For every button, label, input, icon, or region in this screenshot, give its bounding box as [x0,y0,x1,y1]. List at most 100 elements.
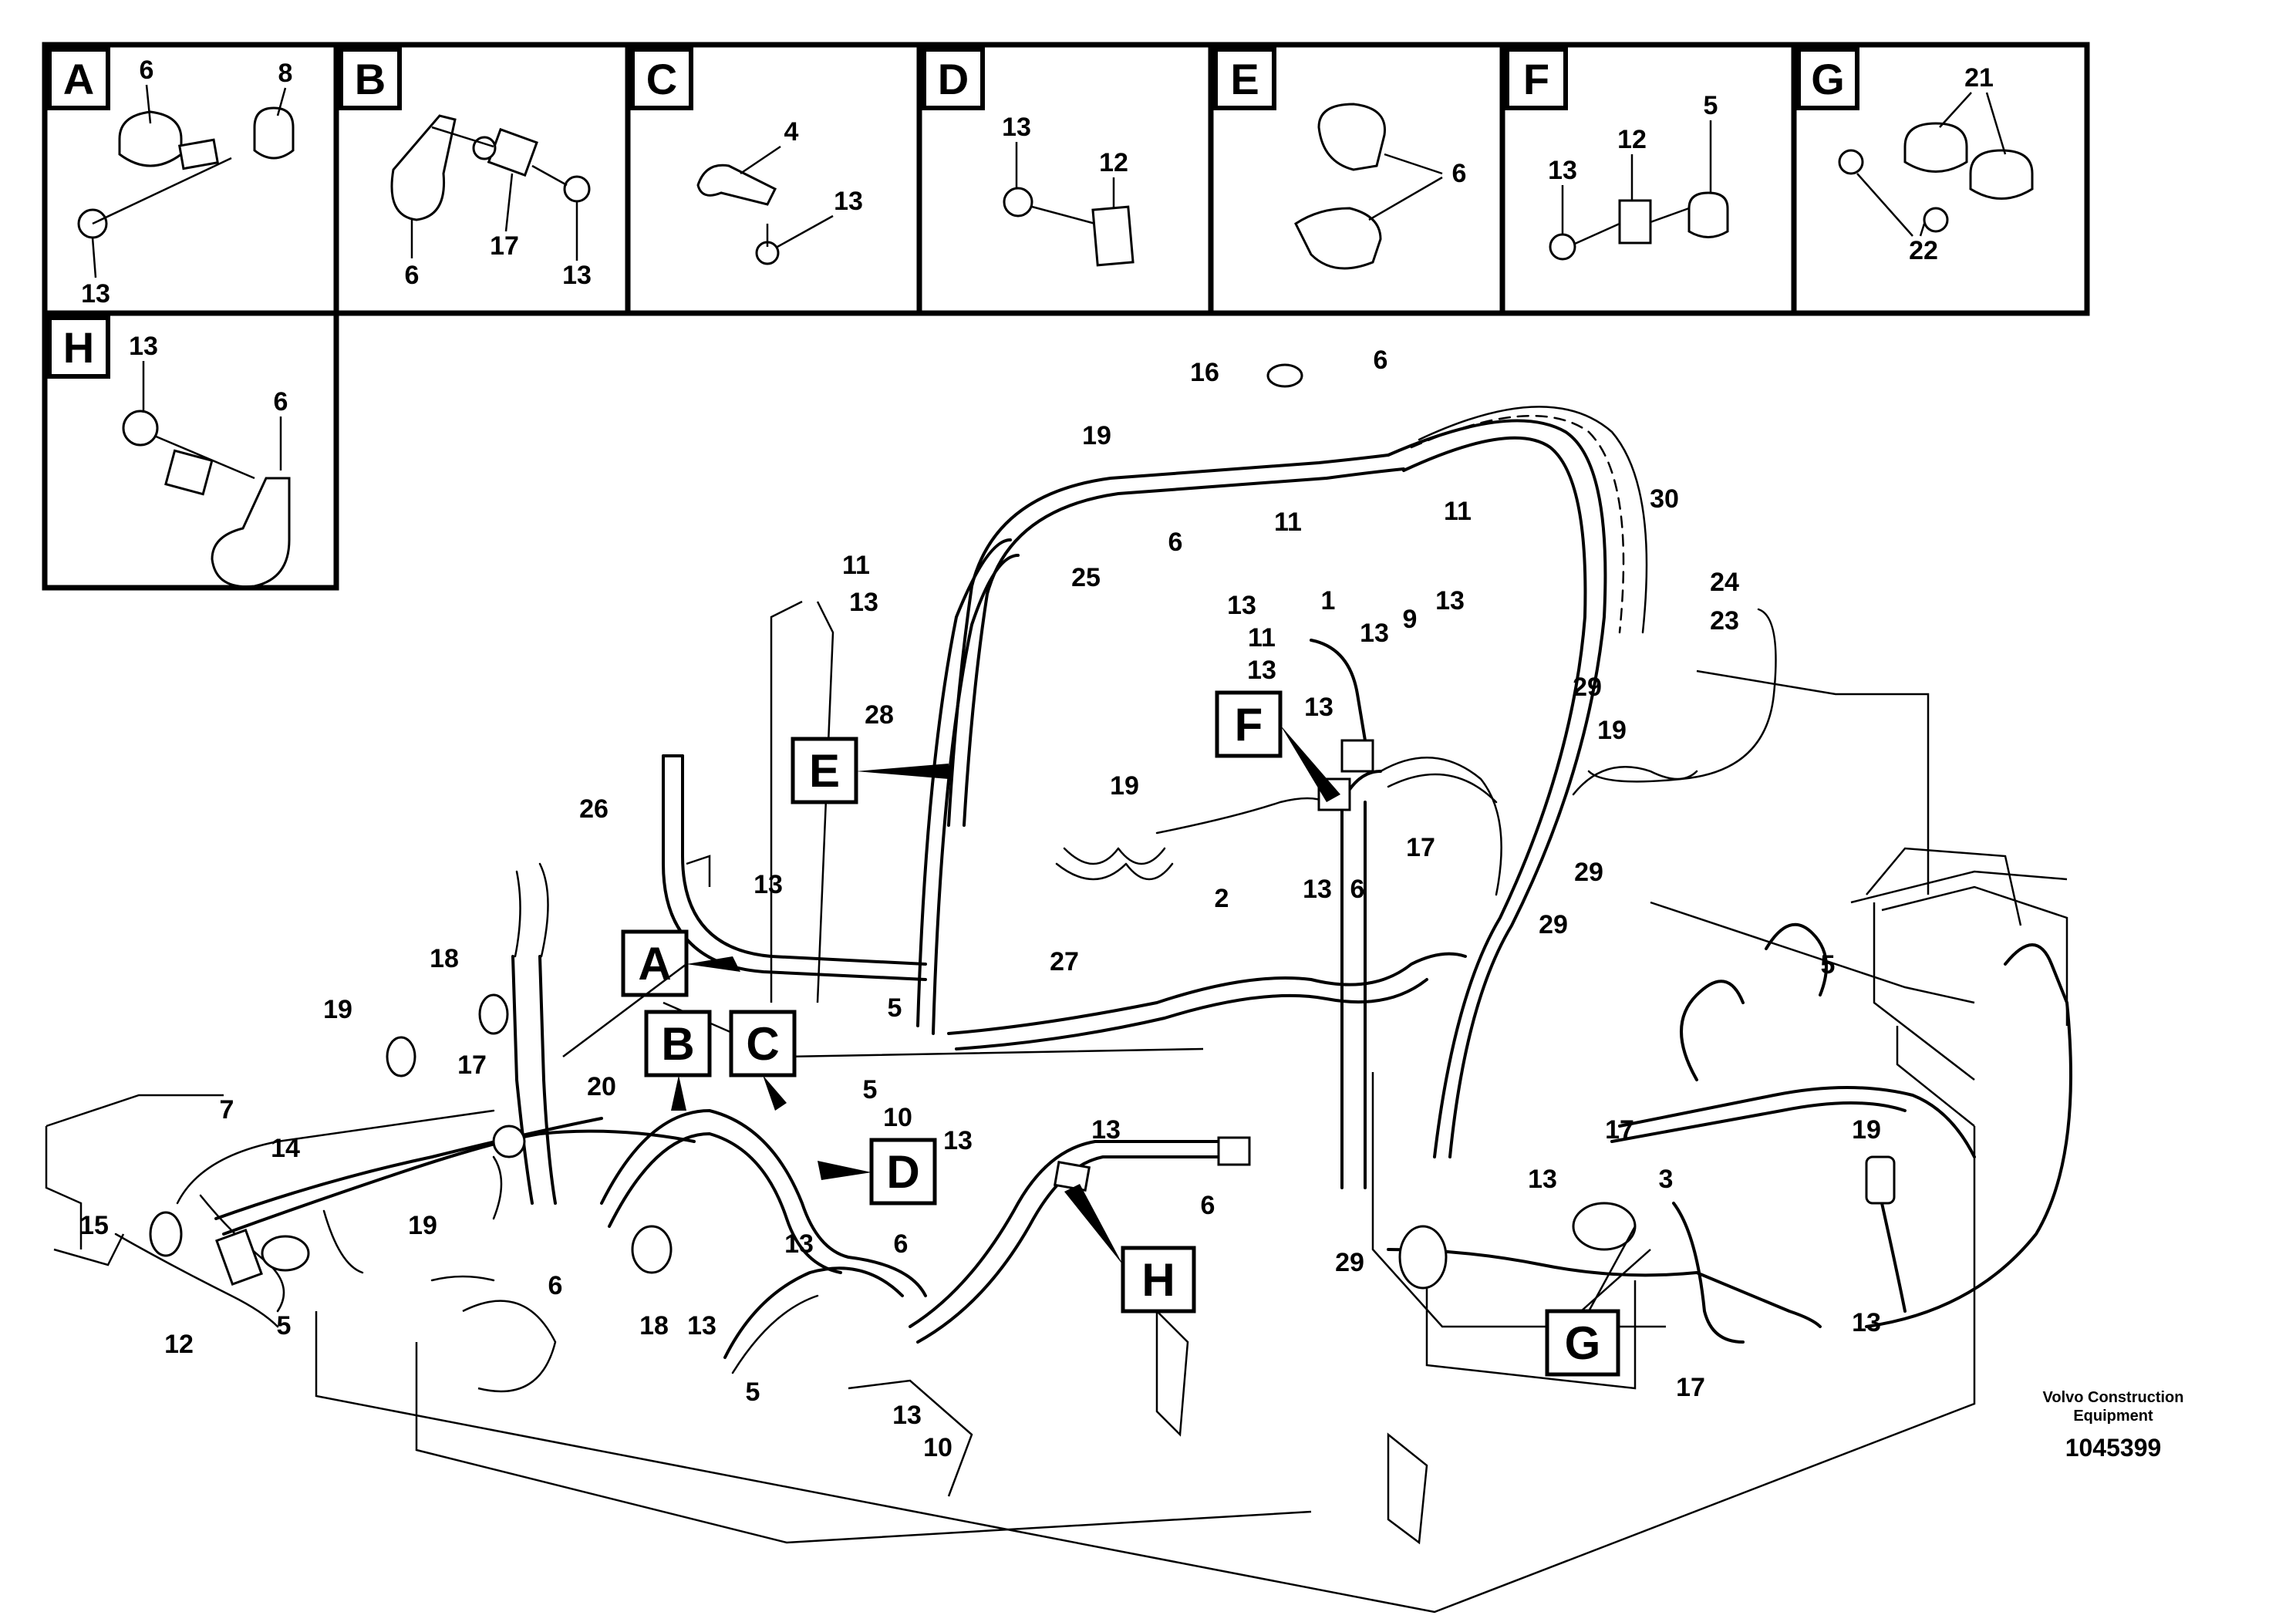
svg-text:12: 12 [164,1330,194,1359]
svg-text:16: 16 [1190,358,1219,387]
svg-text:13: 13 [1247,656,1276,685]
svg-text:13: 13 [943,1126,973,1155]
svg-text:26: 26 [579,794,609,824]
label: 21 [1964,63,1994,93]
svg-text:29: 29 [1539,910,1568,939]
panel-B: B 6 17 13 [339,47,592,290]
wiring-harness [114,406,2072,1374]
label: 5 [1704,91,1718,120]
svg-text:11: 11 [1444,497,1472,526]
panel-G: G 21 22 [1796,47,2034,265]
svg-text:5: 5 [888,993,902,1023]
detail-panels [42,42,2090,591]
svg-text:5: 5 [746,1378,760,1407]
label: 6 [274,387,288,416]
svg-text:29: 29 [1335,1248,1364,1277]
svg-text:13: 13 [1528,1165,1557,1194]
machine-frame [45,600,2068,1614]
callout-g: G [1565,1317,1601,1369]
svg-text:13: 13 [784,1229,814,1259]
svg-text:18: 18 [639,1311,669,1340]
label: 13 [562,261,592,290]
svg-text:17: 17 [1676,1373,1705,1402]
svg-text:5: 5 [1821,950,1836,980]
part-number-labels: 16 6 19 30 11 11 13 11 13 13 6 25 11 13 … [79,346,1881,1462]
svg-text:6: 6 [1374,346,1388,375]
part-number: 1045399 [2065,1434,2162,1462]
label: 17 [490,231,519,261]
label: 13 [1002,113,1031,142]
svg-text:19: 19 [1852,1115,1881,1145]
clamp-part [118,110,183,167]
svg-text:6: 6 [1201,1191,1215,1220]
svg-text:13: 13 [1303,875,1332,904]
svg-text:3: 3 [1659,1165,1674,1194]
svg-text:13: 13 [1360,619,1389,648]
svg-text:13: 13 [1091,1115,1121,1145]
label: 13 [129,332,158,361]
panel-e-letter: E [1230,55,1259,103]
svg-text:6: 6 [1168,528,1183,557]
panel-a-letter: A [63,55,94,103]
panel-d-letter: D [938,55,969,103]
svg-text:25: 25 [1071,563,1101,592]
svg-text:14: 14 [271,1134,300,1163]
brand-line-1: Volvo Construction [2043,1389,2184,1406]
svg-text:23: 23 [1710,606,1739,636]
brand-line-2: Equipment [2073,1408,2153,1425]
svg-text:11: 11 [1248,623,1276,653]
svg-text:13: 13 [892,1401,922,1430]
svg-text:13: 13 [687,1311,716,1340]
svg-text:24: 24 [1710,568,1739,597]
svg-text:6: 6 [548,1271,563,1300]
svg-text:29: 29 [1574,858,1603,887]
svg-text:11: 11 [1274,508,1302,537]
callout-d: D [886,1146,919,1198]
svg-text:19: 19 [323,995,352,1024]
svg-text:13: 13 [849,588,878,617]
svg-text:30: 30 [1650,484,1679,514]
label: 13 [1548,156,1577,185]
callout-b: B [661,1018,694,1070]
svg-text:28: 28 [865,700,894,730]
panel-D: D 13 12 [922,47,1135,267]
svg-text:5: 5 [863,1075,878,1104]
callout-a: A [638,938,671,990]
callout-h: H [1141,1254,1175,1306]
svg-text:6: 6 [894,1229,909,1259]
label: 12 [1617,125,1647,154]
svg-text:1: 1 [1321,586,1336,615]
label: 13 [81,279,110,309]
svg-text:10: 10 [923,1433,952,1462]
panel-E: E 6 [1213,47,1466,270]
svg-text:13: 13 [1852,1308,1881,1337]
panel-h-letter: H [63,323,94,372]
svg-text:17: 17 [1406,833,1435,862]
svg-text:2: 2 [1215,884,1229,913]
svg-text:19: 19 [408,1211,437,1240]
components [149,363,1896,1290]
svg-text:13: 13 [1227,591,1256,620]
label: 13 [834,187,863,216]
footer: Volvo Construction Equipment 1045399 [2043,1389,2184,1462]
panel-H: H 13 6 [47,315,291,588]
label: 6 [405,261,420,290]
panel-F: F 5 12 13 [1505,47,1729,261]
svg-text:27: 27 [1050,947,1079,976]
svg-text:11: 11 [842,551,870,580]
label: 4 [784,117,799,147]
svg-text:13: 13 [1435,586,1465,615]
svg-text:20: 20 [587,1072,616,1101]
panel-f-letter: F [1523,55,1549,103]
svg-text:19: 19 [1082,421,1111,450]
svg-text:13: 13 [1304,693,1333,722]
callout-boxes: A B C D E F G H [562,690,1651,1377]
svg-text:15: 15 [79,1211,109,1240]
panel-b-letter: B [355,55,386,103]
label: 22 [1909,236,1938,265]
svg-text:17: 17 [1605,1115,1634,1145]
svg-text:17: 17 [457,1050,487,1080]
svg-text:13: 13 [754,870,783,899]
panel-c-letter: C [646,55,677,103]
label: 8 [278,59,293,88]
